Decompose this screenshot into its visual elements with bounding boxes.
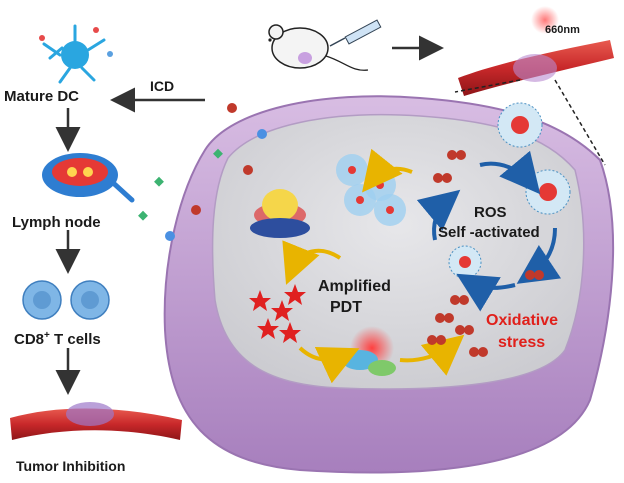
cd8-t-cells-label: CD8+ T cells bbox=[14, 330, 101, 348]
t-cells-icon bbox=[22, 280, 110, 320]
mature-dc-label: Mature DC bbox=[4, 88, 80, 105]
yellow-arrow-1 bbox=[282, 240, 342, 285]
blue-arrow-4 bbox=[416, 189, 461, 241]
pdt-label: PDT bbox=[330, 299, 362, 316]
lymph-node-label: Lymph node bbox=[12, 214, 101, 231]
blood-vessel-bottom bbox=[10, 402, 182, 440]
blue-arrow-3 bbox=[456, 273, 516, 312]
ros-label: ROS bbox=[474, 204, 507, 221]
dendritic-cell-icon bbox=[39, 24, 113, 84]
tumor-inhibition-label: Tumor Inhibition bbox=[16, 458, 126, 474]
lymph-node-icon bbox=[42, 153, 135, 203]
icd-label: ICD bbox=[150, 78, 175, 94]
oxidative-label: Oxidative bbox=[486, 312, 559, 329]
blue-arrow-1 bbox=[479, 150, 541, 195]
debris-particles bbox=[138, 103, 267, 241]
stress-label: stress bbox=[498, 334, 546, 351]
zoom-line-right bbox=[554, 79, 606, 166]
ros-molecules bbox=[427, 150, 544, 357]
photosensitizer-stars bbox=[249, 284, 306, 343]
micelle-structure-icon bbox=[250, 189, 310, 238]
yellow-arrow-4 bbox=[361, 148, 413, 193]
self-activated-label: Self -activated bbox=[438, 224, 540, 241]
blood-vessel-top bbox=[458, 6, 614, 96]
yellow-arrow-2 bbox=[298, 346, 360, 384]
yellow-arrow-3 bbox=[399, 334, 465, 376]
syringe-icon bbox=[329, 19, 382, 47]
laser-wavelength-label: 660nm bbox=[545, 24, 580, 36]
mouse-illustration bbox=[268, 24, 369, 71]
amplified-label: Amplified bbox=[318, 278, 391, 295]
